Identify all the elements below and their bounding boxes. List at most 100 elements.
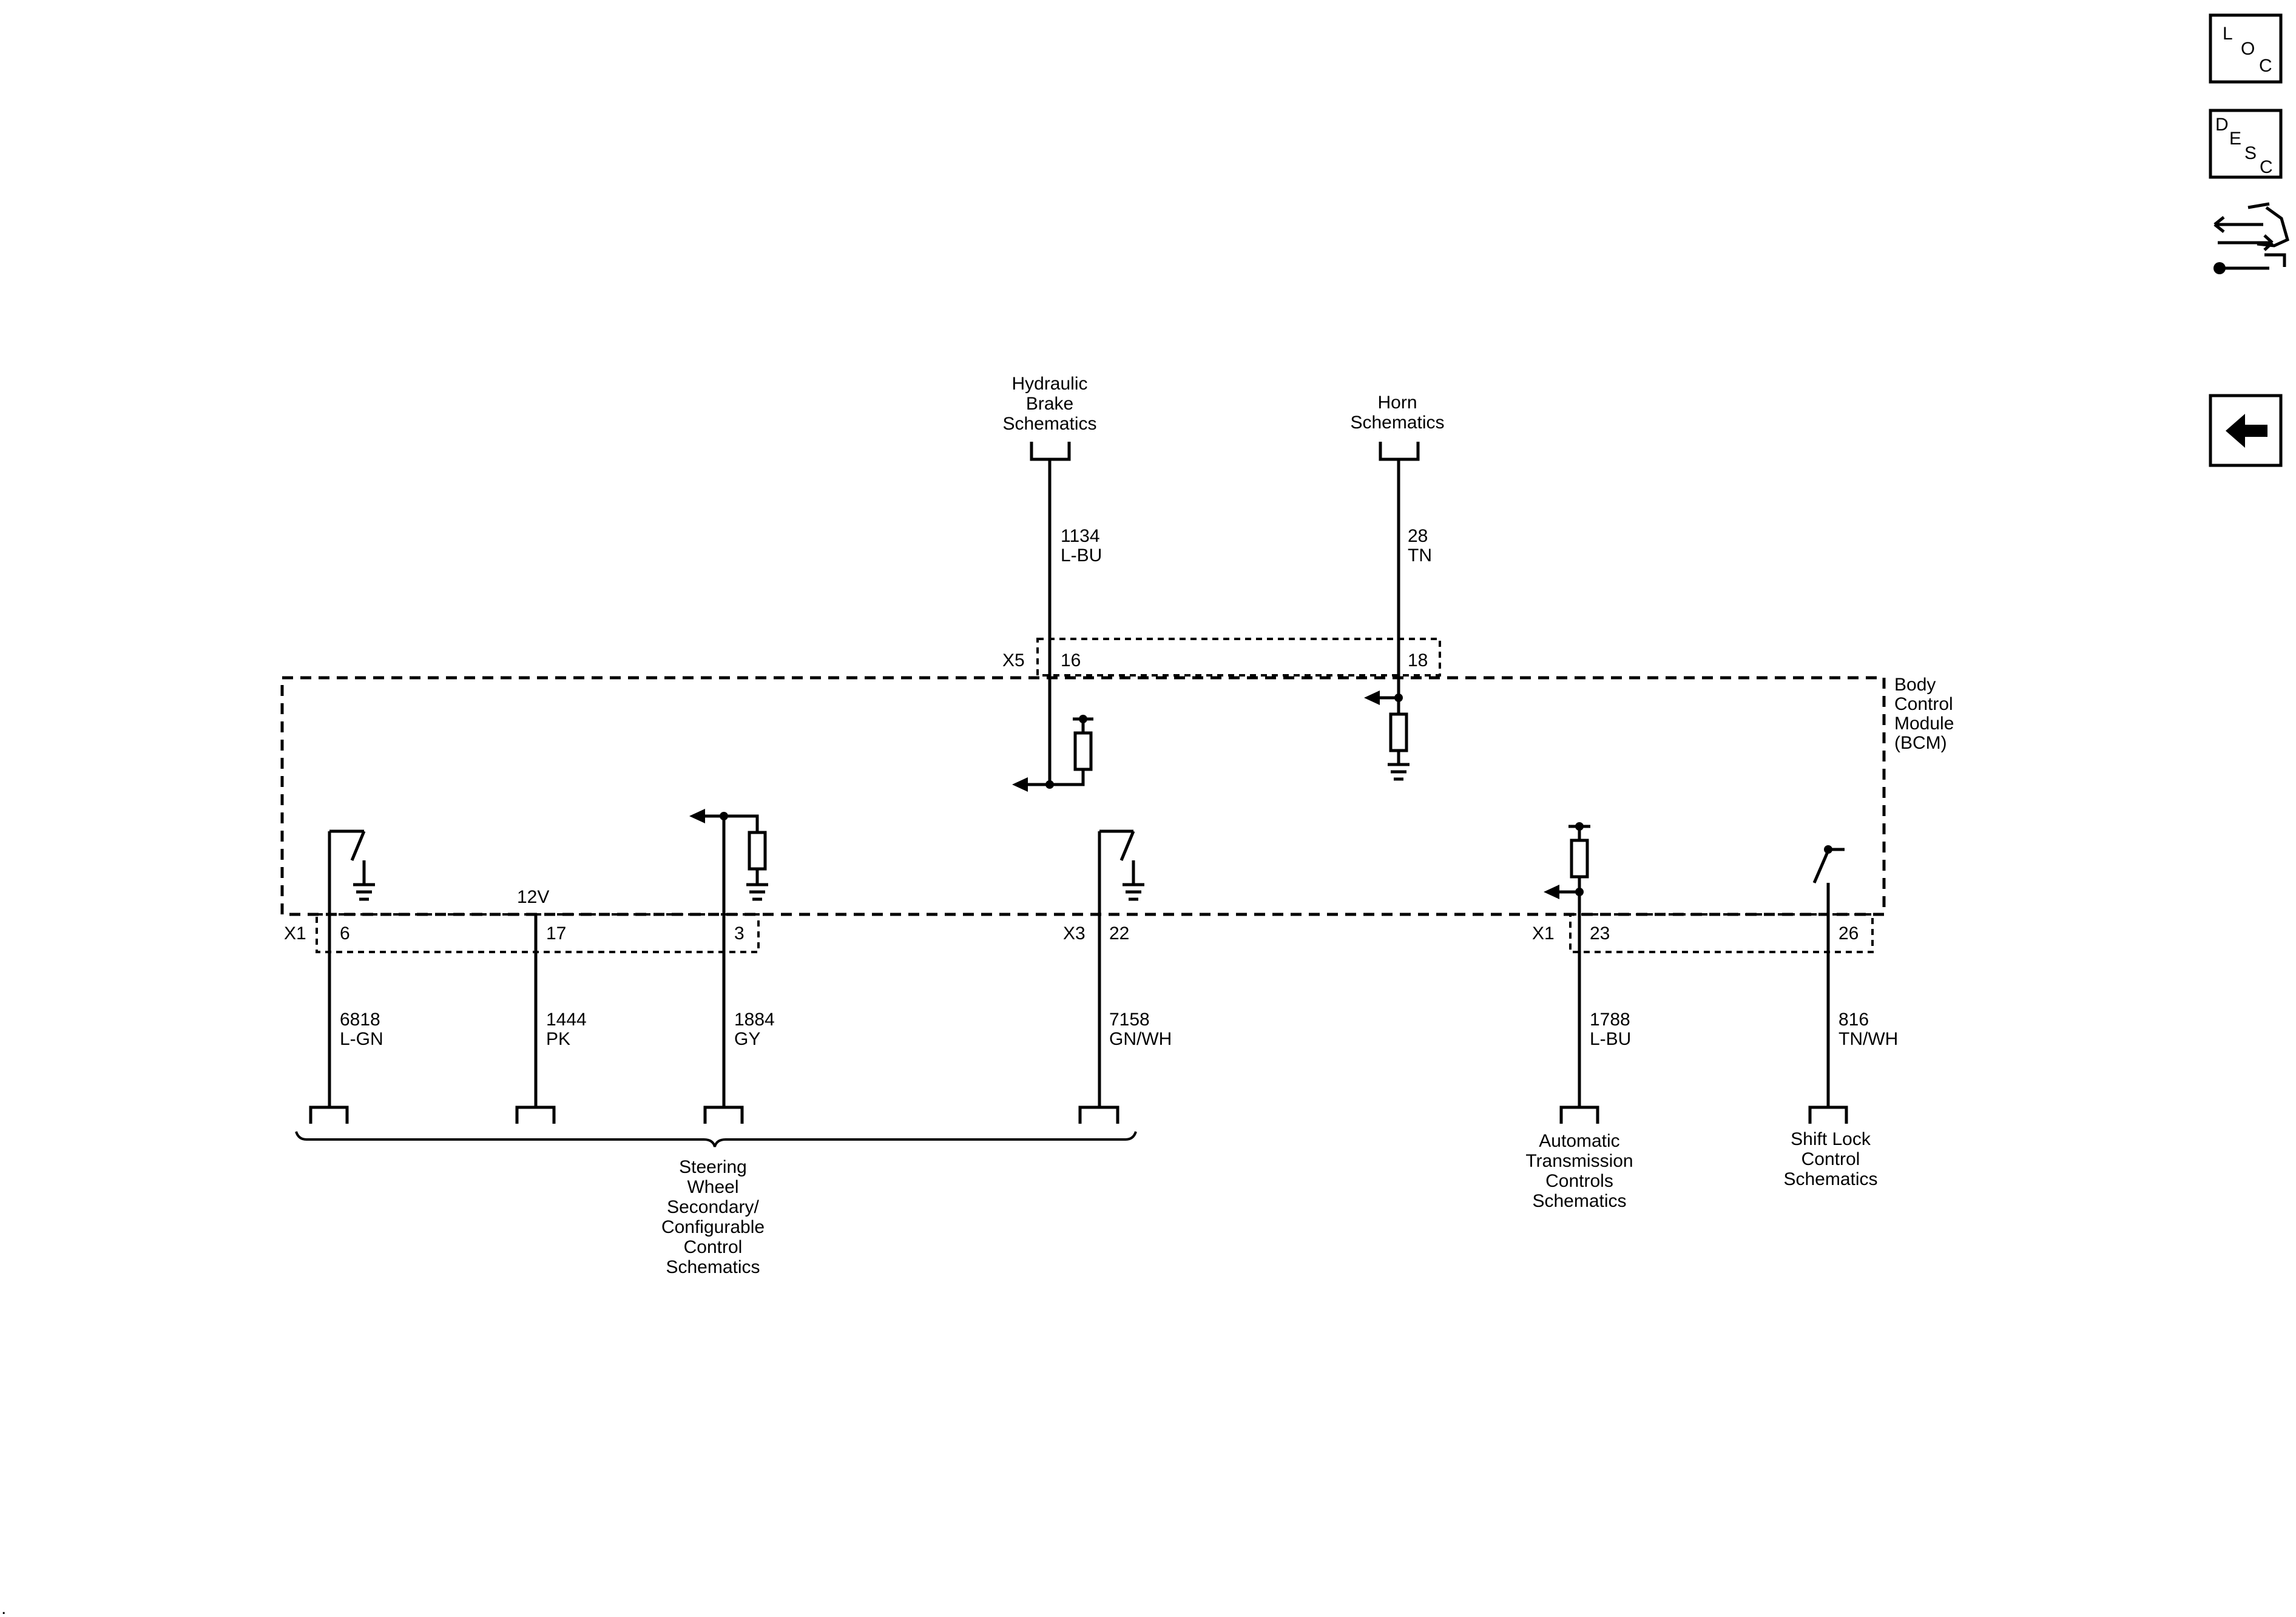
hydraulic-brake-dest-line-3: Schematics: [1002, 414, 1096, 434]
horn-circuit: Horn Schematics 28 TN 18: [1350, 393, 1445, 781]
shift-lock-dest-line-1: Shift Lock: [1791, 1129, 1871, 1149]
steering-wheel-destination: Steering Wheel Secondary/ Configurable C…: [661, 1157, 765, 1277]
circuit-1444-number: 1444: [546, 1010, 587, 1030]
bcm-label-line-3: Module: [1894, 714, 1954, 734]
circuit-7158-pin: 22: [1109, 923, 1129, 944]
transmission-destination: Automatic Transmission Controls Schemati…: [1525, 1131, 1633, 1211]
circuit-1884-wire-color: GY: [734, 1029, 760, 1049]
desc-letter-d: D: [2215, 115, 2229, 135]
desc-letter-s: S: [2244, 143, 2257, 163]
circuit-7158-connector-symbol: [1078, 1106, 1119, 1124]
desc-letter-c: C: [2260, 157, 2273, 177]
circuit-1788-pullup-resistor: [1570, 839, 1589, 879]
hydraulic-brake-circuit: Hydraulic Brake Schematics 1134 L-BU 16: [1002, 374, 1102, 792]
hydraulic-brake-wire-color: L-BU: [1061, 545, 1102, 565]
circuit-1444-connector-symbol: [515, 1106, 556, 1124]
circuit-6818-wire-color: L-GN: [340, 1029, 383, 1049]
desc-letter-e: E: [2229, 129, 2241, 149]
circuit-7158: 22 7158 GN/WH: [1078, 829, 1172, 1124]
x1-left-connector-outline: [316, 913, 760, 953]
circuit-1788-connector-symbol: [1559, 1106, 1599, 1124]
horn-output-arrow: [1364, 690, 1380, 705]
x5-connector-label: X5: [1002, 650, 1025, 670]
circuit-1788: 23 1788 L-BU: [1544, 822, 1631, 1124]
circuit-6818: 6 6818 L-GN: [309, 829, 383, 1124]
horn-circuit-number: 28: [1408, 526, 1428, 546]
shift-lock-dest-line-3: Schematics: [1783, 1169, 1877, 1189]
transmission-dest-line-1: Automatic: [1539, 1131, 1619, 1151]
circuit-1884-number: 1884: [734, 1010, 775, 1030]
horn-dest-line-1: Horn: [1377, 393, 1417, 413]
hydraulic-brake-circuit-number: 1134: [1061, 526, 1100, 546]
bcm-module-label: Body Control Module (BCM): [1894, 675, 1954, 753]
back-arrow-icon: [2226, 414, 2267, 448]
x1-right-connector-label: X1: [1532, 923, 1555, 944]
x3-connector-label: X3: [1063, 923, 1086, 944]
circuit-6818-number: 6818: [340, 1010, 380, 1030]
bcm-label-line-4: (BCM): [1894, 733, 1947, 753]
circuit-816-connector-symbol: [1808, 1106, 1848, 1124]
steering-dest-line-5: Control: [684, 1237, 743, 1257]
circuit-1788-input-arrow: [1544, 885, 1559, 899]
loc-letter-c: C: [2259, 56, 2272, 76]
desc-button[interactable]: D E S C: [2209, 109, 2283, 179]
circuit-1788-wire-color: L-BU: [1590, 1029, 1631, 1049]
circuit-6818-connector-symbol: [309, 1106, 349, 1124]
circuit-7158-wire-color: GN/WH: [1109, 1029, 1172, 1049]
horn-pulldown-resistor: [1389, 712, 1408, 752]
circuit-1884-resistor: [748, 831, 767, 871]
shift-lock-dest-line-2: Control: [1801, 1149, 1860, 1169]
hydraulic-brake-dest-line-2: Brake: [1026, 394, 1073, 414]
circuit-1444-voltage: 12V: [517, 887, 549, 907]
x1-left-connector-label: X1: [284, 923, 306, 944]
circuit-1788-pin: 23: [1590, 923, 1610, 944]
horn-wire-color: TN: [1408, 545, 1432, 565]
hydraulic-brake-input-arrow: [1012, 777, 1028, 792]
horn-pin: 18: [1408, 650, 1428, 670]
corner-mark: .: [1, 1598, 6, 1617]
steering-dest-line-4: Configurable: [661, 1217, 765, 1237]
circuit-816: 26 816 TN/WH: [1808, 845, 1898, 1124]
hydraulic-brake-dest-line-1: Hydraulic: [1011, 374, 1087, 394]
circuit-6818-pin: 6: [340, 923, 350, 944]
transmission-dest-line-4: Schematics: [1532, 1191, 1626, 1211]
hydraulic-brake-connector-symbol: [1030, 442, 1071, 461]
circuit-7158-switch: [1119, 831, 1135, 861]
circuit-1884-connector-symbol: [703, 1106, 744, 1124]
circuit-816-pin: 26: [1838, 923, 1859, 944]
loc-letter-l: L: [2223, 24, 2233, 44]
bcm-label-line-1: Body: [1894, 675, 1936, 695]
circuit-1884-input-arrow: [689, 809, 705, 823]
bcm-module-outline: [280, 676, 1886, 916]
circuit-1884: 3 1884 GY: [689, 809, 775, 1124]
hydraulic-brake-pullup-resistor: [1073, 731, 1093, 771]
steering-dest-line-6: Schematics: [666, 1257, 760, 1277]
transmission-dest-line-2: Transmission: [1525, 1151, 1633, 1171]
loc-letter-o: O: [2241, 39, 2255, 59]
x5-connector-outline: [1036, 638, 1441, 677]
transmission-dest-line-3: Controls: [1545, 1171, 1613, 1191]
circuit-1444: 12V 17 1444 PK: [515, 887, 587, 1124]
circuit-7158-number: 7158: [1109, 1010, 1150, 1030]
hydraulic-brake-pin: 16: [1061, 650, 1081, 670]
back-arrow-button[interactable]: [2209, 394, 2283, 467]
loc-button[interactable]: L O C: [2209, 13, 2283, 84]
circuit-816-number: 816: [1838, 1010, 1869, 1030]
steering-dest-line-1: Steering: [679, 1157, 747, 1177]
x1-right-connector-outline: [1569, 913, 1874, 953]
shift-lock-destination: Shift Lock Control Schematics: [1783, 1129, 1877, 1189]
horn-connector-symbol: [1379, 442, 1420, 461]
circuit-1444-wire-color: PK: [546, 1029, 570, 1049]
circuit-1444-pin: 17: [546, 923, 566, 944]
hand-with-wrench-icon[interactable]: [2213, 202, 2289, 274]
circuit-816-wire-color: TN/WH: [1838, 1029, 1898, 1049]
circuit-1788-number: 1788: [1590, 1010, 1630, 1030]
bcm-label-line-2: Control: [1894, 694, 1953, 714]
circuit-6818-switch: [350, 831, 366, 861]
steering-dest-line-2: Wheel: [687, 1177, 738, 1197]
circuit-816-switch: [1812, 850, 1830, 883]
steering-wheel-group-bracket: [295, 1131, 1137, 1147]
circuit-1884-pin: 3: [734, 923, 745, 944]
steering-dest-line-3: Secondary/: [667, 1197, 759, 1217]
